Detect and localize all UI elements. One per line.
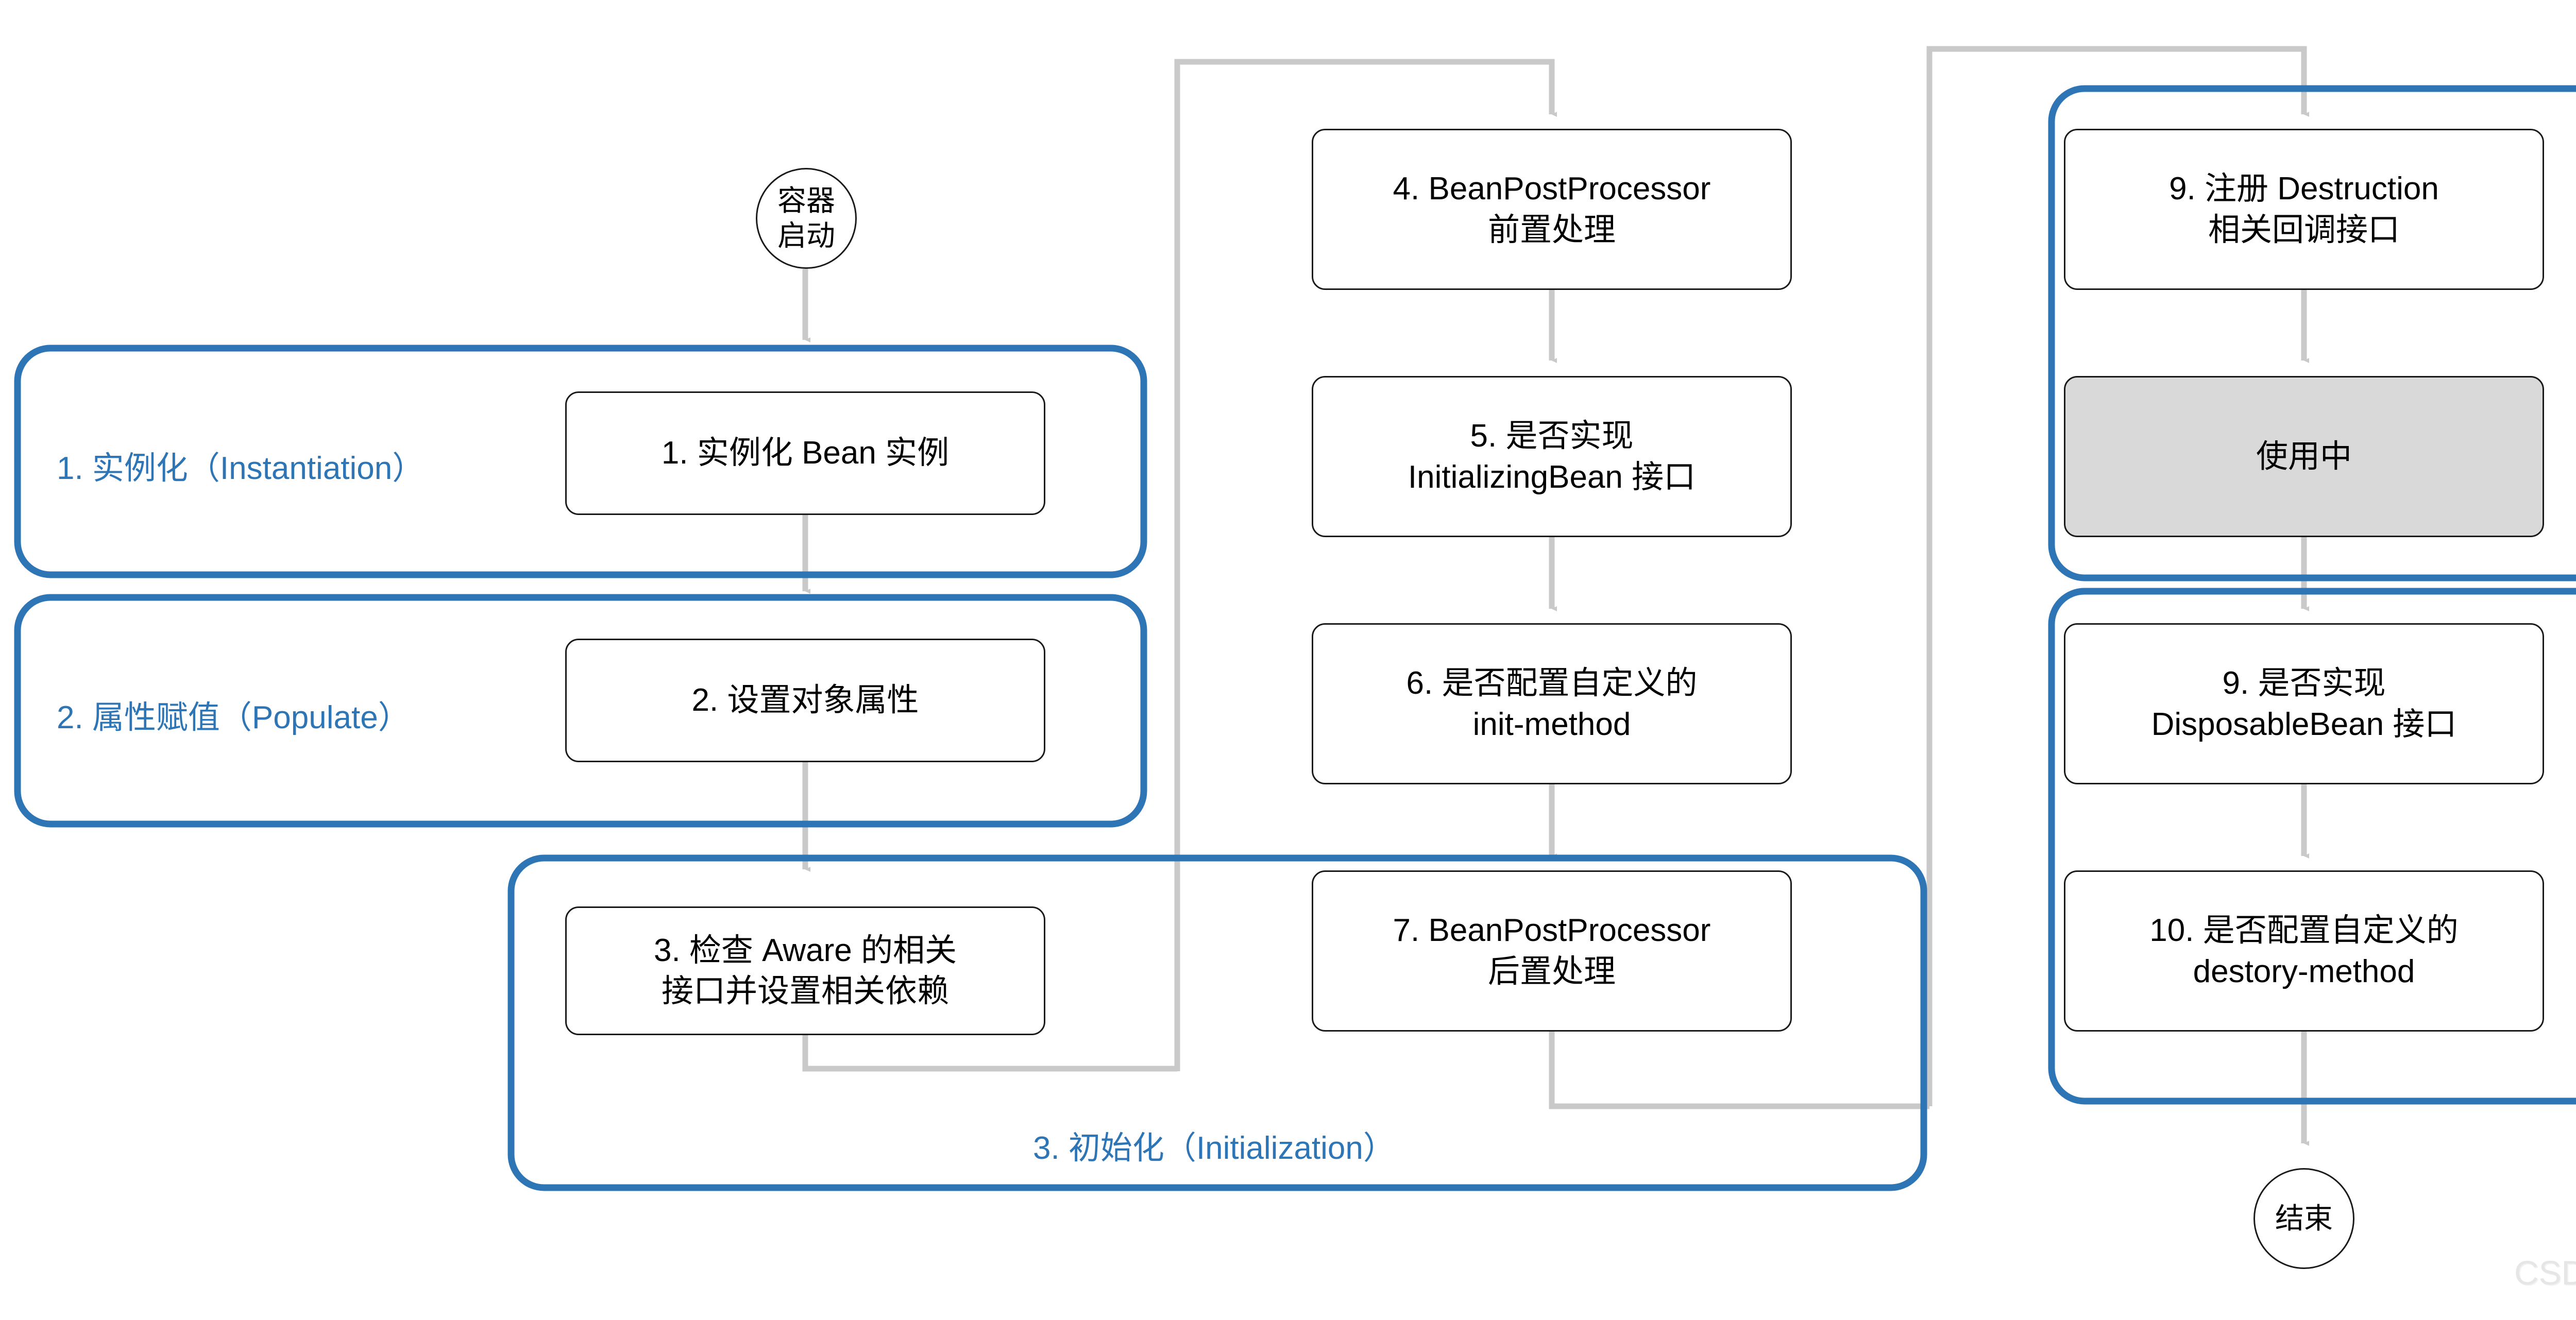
- node-register-destruction-text: 9. 注册 Destruction 相关回调接口: [2169, 168, 2439, 250]
- node-n7-line1: 7. BeanPostProcessor: [1393, 913, 1711, 949]
- node-destroy-method[interactable]: 10. 是否配置自定义的 destory-method: [2064, 870, 2544, 1032]
- start-terminator: 容器 启动: [756, 168, 857, 269]
- node-register-destruction[interactable]: 9. 注册 Destruction 相关回调接口: [2064, 129, 2544, 290]
- node-n4-line1: 4. BeanPostProcessor: [1393, 171, 1711, 207]
- node-n10-line2: DisposableBean 接口: [2151, 706, 2457, 742]
- edge-n3-riser: [802, 1035, 1177, 1072]
- node-n6-line1: 6. 是否配置自定义的: [1406, 665, 1698, 701]
- node-init-method[interactable]: 6. 是否配置自定义的 init-method: [1312, 623, 1792, 784]
- group-label-initialization: 3. 初始化（Initialization）: [1033, 1130, 1395, 1166]
- node-initializingbean[interactable]: 5. 是否实现 InitializingBean 接口: [1312, 376, 1792, 537]
- node-n11-line1: 10. 是否配置自定义的: [2149, 913, 2459, 949]
- node-initializingbean-text: 5. 是否实现 InitializingBean 接口: [1408, 416, 1696, 498]
- node-n10-line1: 9. 是否实现: [2222, 665, 2386, 701]
- node-bpp-after-text: 7. BeanPostProcessor 后置处理: [1393, 910, 1711, 992]
- start-terminator-text: 容器 启动: [777, 183, 835, 254]
- node-n8-line2: 相关回调接口: [2208, 212, 2400, 248]
- group-outline-populate: [14, 594, 1147, 828]
- edge-n7-riser: [1549, 1032, 1929, 1109]
- edge-n3-to-n4: [1174, 59, 1557, 1071]
- node-bpp-before-text: 4. BeanPostProcessor 前置处理: [1393, 168, 1711, 250]
- node-set-properties-text: 2. 设置对象属性: [692, 680, 919, 721]
- node-n3-line1: 3. 检查 Aware 的相关: [653, 932, 957, 968]
- group-label-populate: 2. 属性赋值（Populate）: [57, 700, 410, 735]
- node-disposablebean[interactable]: 9. 是否实现 DisposableBean 接口: [2064, 623, 2544, 784]
- node-n9-line1: 使用中: [2256, 438, 2352, 474]
- node-bpp-before[interactable]: 4. BeanPostProcessor 前置处理: [1312, 129, 1792, 290]
- group-label-instantiation: 1. 实例化（Instantiation）: [57, 451, 425, 486]
- node-in-use[interactable]: 使用中: [2064, 376, 2544, 537]
- node-n6-line2: init-method: [1472, 706, 1631, 742]
- group-outline-instantiation: [14, 345, 1147, 578]
- edge-n7-to-n8: [1926, 46, 2310, 1106]
- node-destroy-method-text: 10. 是否配置自定义的 destory-method: [2149, 910, 2458, 992]
- node-n5-line2: InitializingBean 接口: [1408, 459, 1696, 495]
- node-n7-line2: 后置处理: [1487, 953, 1616, 989]
- node-n8-line1: 9. 注册 Destruction: [2169, 171, 2439, 207]
- group-outline-destruction-bottom: [2048, 588, 2576, 1105]
- node-n3-line2: 接口并设置相关依赖: [661, 973, 949, 1009]
- group-outline-initialization: [507, 854, 1927, 1191]
- node-set-properties[interactable]: 2. 设置对象属性: [565, 639, 1045, 762]
- group-outline-destruction-top: [2048, 85, 2576, 581]
- node-n5-line1: 5. 是否实现: [1470, 418, 1634, 454]
- start-line1: 容器: [777, 184, 835, 217]
- node-check-aware-text: 3. 检查 Aware 的相关 接口并设置相关依赖: [654, 930, 957, 1012]
- end-terminator-text: 结束: [2275, 1201, 2333, 1236]
- start-line2: 启动: [777, 219, 835, 252]
- node-instantiate-bean[interactable]: 1. 实例化 Bean 实例: [565, 391, 1045, 515]
- node-instantiate-bean-text: 1. 实例化 Bean 实例: [662, 433, 949, 473]
- node-n2-line1: 2. 设置对象属性: [691, 682, 919, 718]
- node-init-method-text: 6. 是否配置自定义的 init-method: [1406, 663, 1698, 745]
- node-n11-line2: destory-method: [2193, 953, 2415, 989]
- node-check-aware[interactable]: 3. 检查 Aware 的相关 接口并设置相关依赖: [565, 906, 1045, 1035]
- csdn-watermark: CSDN @东大资土是冠军: [2514, 1254, 2576, 1292]
- end-line1: 结束: [2275, 1202, 2333, 1235]
- node-disposablebean-text: 9. 是否实现 DisposableBean 接口: [2151, 663, 2457, 745]
- end-terminator: 结束: [2253, 1168, 2354, 1269]
- node-n4-line2: 前置处理: [1487, 212, 1616, 248]
- node-n1-line1: 1. 实例化 Bean 实例: [661, 435, 950, 471]
- node-bpp-after[interactable]: 7. BeanPostProcessor 后置处理: [1312, 870, 1792, 1032]
- node-in-use-text: 使用中: [2256, 436, 2352, 477]
